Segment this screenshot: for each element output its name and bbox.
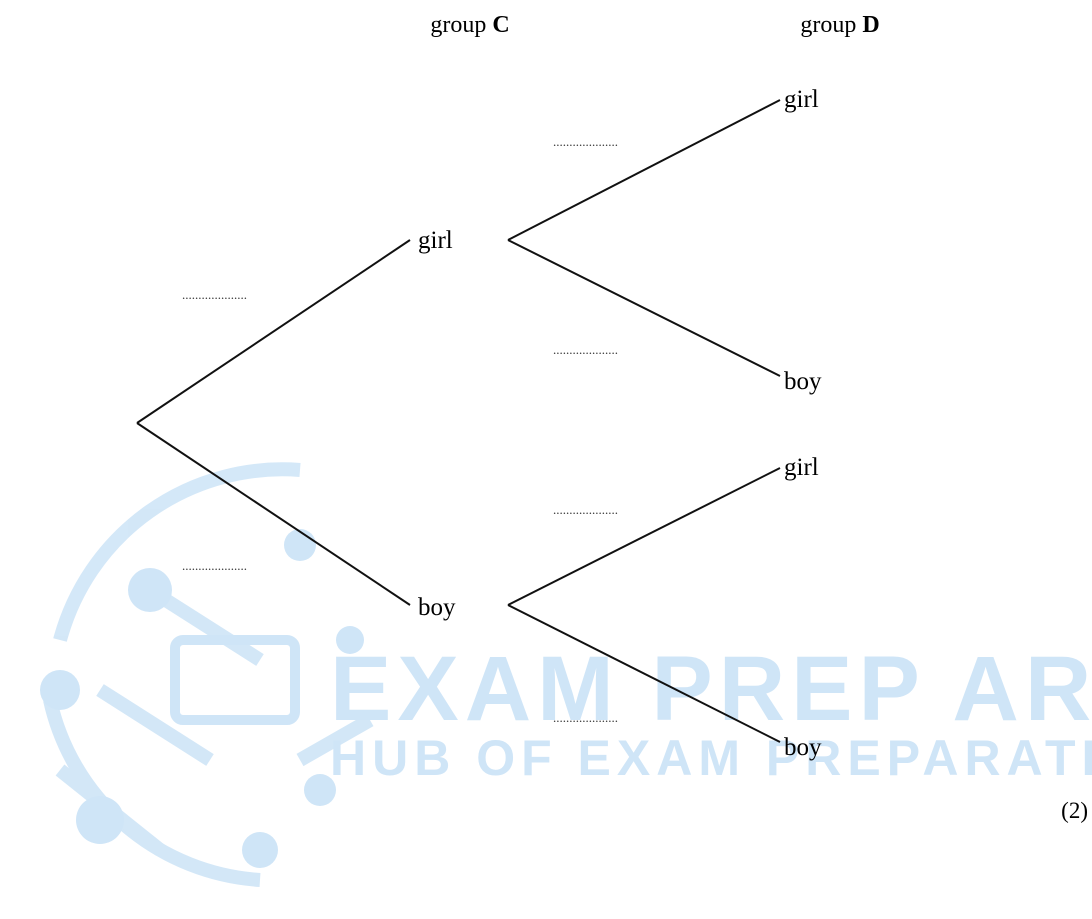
blank-prob-d-girl-after-girl[interactable]: .................... [553,134,618,149]
blank-prob-d-girl-after-boy[interactable]: .................... [553,502,618,517]
watermark-monitor-icon [170,635,300,725]
blank-prob-d-boy-after-boy[interactable]: .................... [553,710,618,725]
watermark-node [284,529,316,561]
watermark-node [242,832,278,868]
watermark-link [96,684,214,766]
node-d-boy-after-boy: boy [784,734,822,761]
node-d-girl-after-girl: girl [784,86,819,113]
watermark-link [296,713,374,767]
branch-c-girl-to-d-girl [507,99,781,241]
node-d-boy-after-girl: boy [784,368,822,395]
blank-prob-c-boy[interactable]: .................... [182,558,247,573]
watermark-nodes [40,529,364,868]
watermark-node [40,670,80,710]
watermark-arc-top [53,462,301,642]
branch-root-to-c-boy [136,422,411,606]
branch-root-to-c-girl [136,239,411,424]
watermark-node [128,568,172,612]
watermark-node [304,774,336,806]
branch-c-boy-to-d-boy [507,604,781,743]
watermark-node [76,796,124,844]
watermark-node [336,626,364,654]
branch-c-girl-to-d-boy [507,239,781,377]
node-c-girl: girl [418,227,453,254]
node-d-girl-after-boy: girl [784,454,819,481]
branch-c-boy-to-d-girl [507,467,781,606]
watermark-subtitle: HUB OF EXAM PREPARATION [330,730,1092,786]
blank-prob-d-boy-after-girl[interactable]: .................... [553,342,618,357]
node-c-boy: boy [418,594,456,621]
blank-prob-c-girl[interactable]: .................... [182,287,247,302]
marks-label: (2) [1061,798,1088,823]
header-group-d: group D [800,12,879,38]
watermark-title: EXAM PREP ARENA [330,638,1092,740]
header-group-c: group C [430,12,509,38]
